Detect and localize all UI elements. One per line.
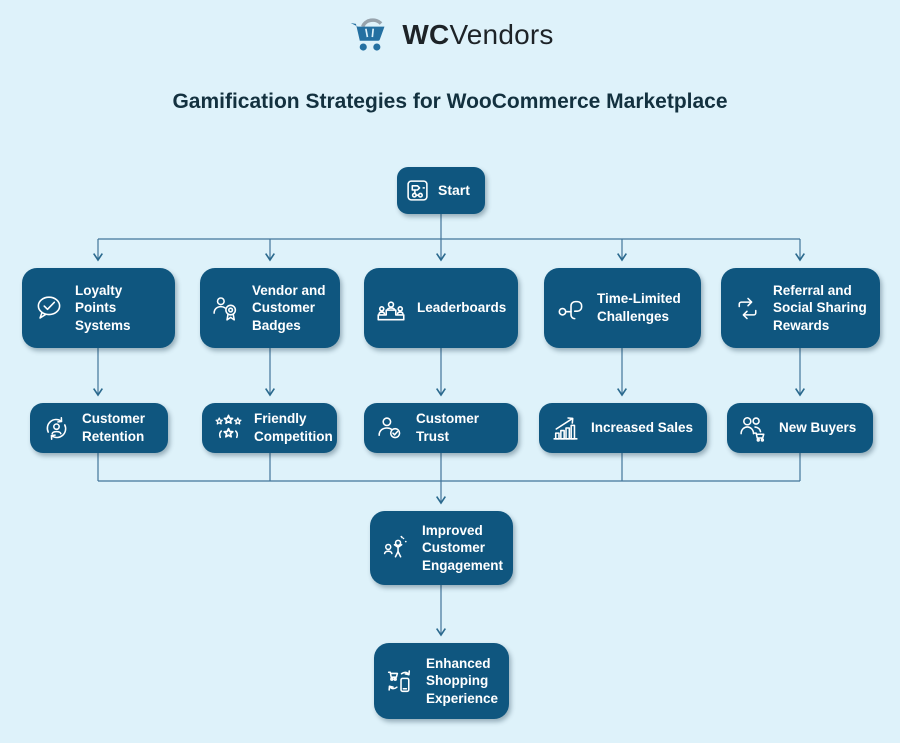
node-start: Start	[397, 167, 485, 214]
cycle-arrows-icon	[731, 292, 764, 325]
node-new-buyers: New Buyers	[727, 403, 873, 453]
cart-phone-icon	[384, 665, 417, 698]
node-label: Increased Sales	[591, 420, 694, 436]
people-engagement-icon	[380, 532, 413, 565]
node-label: Start	[438, 182, 470, 199]
node-label: Customer Retention	[82, 411, 146, 444]
node-label: Friendly Competition	[254, 411, 333, 444]
stars-icon	[212, 412, 245, 445]
node-label: Leaderboards	[417, 300, 507, 316]
people-cart-icon	[737, 412, 770, 445]
person-badge-icon	[210, 292, 243, 325]
node-loyalty-points-systems: Loyalty Points Systems	[22, 268, 175, 348]
node-label: Vendor and Customer Badges	[252, 282, 326, 333]
person-cycle-icon	[40, 412, 73, 445]
node-label: Time-Limited Challenges	[597, 291, 681, 324]
node-label: Referral and Social Sharing Rewards	[773, 282, 867, 333]
brand-name-bold: WC	[402, 19, 450, 50]
flowchart-icon	[405, 178, 430, 203]
brand-name-regular: Vendors	[449, 19, 554, 50]
abstract-shapes-icon	[554, 291, 588, 325]
node-time-limited-challenges: Time-Limited Challenges	[544, 268, 701, 348]
node-label: Enhanced Shopping Experience	[426, 655, 499, 706]
node-vendor-customer-badges: Vendor and Customer Badges	[200, 268, 340, 348]
person-check-icon	[374, 412, 407, 445]
node-referral-social-sharing-rewards: Referral and Social Sharing Rewards	[721, 268, 880, 348]
podium-icon	[374, 291, 408, 325]
chat-check-icon	[32, 291, 66, 325]
node-label: Loyalty Points Systems	[75, 282, 131, 333]
node-leaderboards: Leaderboards	[364, 268, 518, 348]
node-improved-customer-engagement: Improved Customer Engagement	[370, 511, 513, 585]
node-label: Customer Trust	[416, 411, 480, 444]
shopping-cart-icon	[351, 18, 385, 51]
bar-chart-growth-icon	[549, 412, 582, 445]
node-label: Improved Customer Engagement	[422, 522, 504, 573]
node-customer-trust: Customer Trust	[364, 403, 518, 453]
page-title: Gamification Strategies for WooCommerce …	[172, 90, 728, 113]
node-friendly-competition: Friendly Competition	[202, 403, 337, 453]
node-label: New Buyers	[779, 420, 857, 436]
node-increased-sales: Increased Sales	[539, 403, 707, 453]
node-enhanced-shopping-experience: Enhanced Shopping Experience	[374, 643, 509, 719]
brand-name: WCVendors	[402, 19, 553, 51]
brand-logo: WCVendors	[0, 14, 900, 56]
node-customer-retention: Customer Retention	[30, 403, 168, 453]
